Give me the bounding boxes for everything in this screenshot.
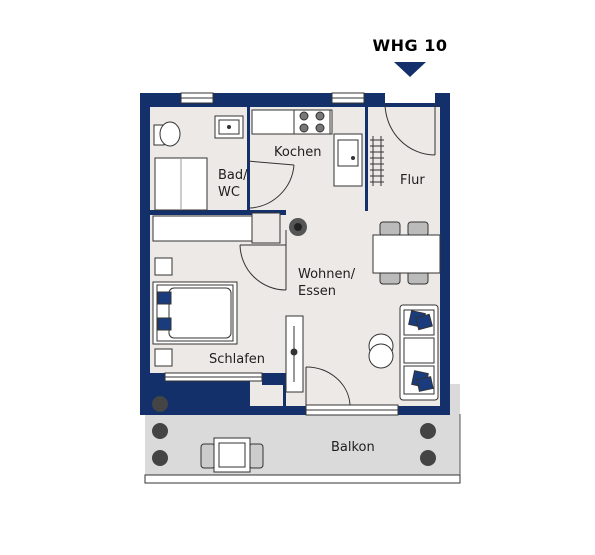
sofa [399,304,439,401]
kitchen-fixtures [251,109,363,187]
unit-label: WHG 10 [372,36,448,55]
balcony-door-swing [305,366,351,406]
round-stools [368,333,394,369]
bath-fixtures [153,115,244,211]
interior-walls [150,103,368,415]
bedroom-door [239,230,287,291]
dining-table [372,221,441,285]
coat-rack [370,136,384,186]
triangle-down-icon [394,62,426,77]
windows [164,92,435,416]
room-label-bedroom: Schlafen [209,352,266,367]
room-label-kitchen: Kochen [274,145,322,160]
room-label-balcony: Balkon [331,440,375,455]
bath-door [246,160,295,209]
balcony-furniture [200,437,264,473]
tv-board [285,315,304,393]
entrance-opening [385,93,435,103]
room-label-hall: Flur [400,173,425,188]
balcony-plants [152,396,436,466]
room-label-bath: Bad/ WC [218,168,248,200]
entrance-door [384,102,436,156]
toilet-bowl [159,121,181,147]
bed [152,257,238,367]
room-label-living: Wohnen/ Essen [298,267,356,299]
plant-icon [289,218,307,236]
wardrobe [152,212,281,244]
